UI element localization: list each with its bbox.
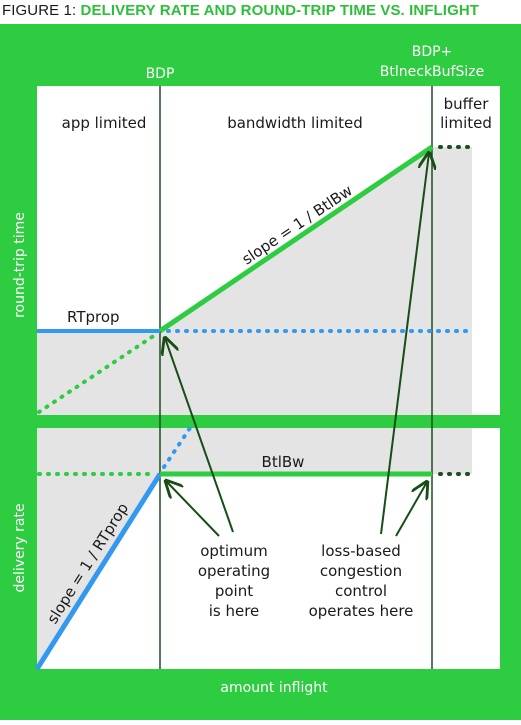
bottom-shaded-region [37,428,472,669]
bdp-plus-label-2: BtlneckBufSize [380,64,484,80]
top-shaded-region [37,147,472,415]
optimum-annotation-2: operating [198,562,270,580]
buffer-limited-label-1: buffer [444,95,490,113]
delivery-slope-line [34,472,163,671]
rtprop-label: RTprop [67,308,120,326]
bdp-plus-label-1: BDP+ [412,44,453,60]
optimum-annotation-1: optimum [200,542,267,560]
x-axis-label: amount inflight [220,680,328,696]
arrow-loss-bottom [395,482,427,537]
loss-annotation-1: loss-based [321,542,401,560]
optimum-annotation-3: point [215,582,253,600]
delivery-dotted-diagonal [162,426,192,469]
loss-annotation-2: congestion [320,562,402,580]
bdp-label: BDP [146,66,175,82]
arrow-optimum-bottom [166,481,220,537]
app-limited-label: app limited [62,114,147,132]
bandwidth-limited-label: bandwidth limited [227,114,363,132]
loss-annotation-3: control [335,582,387,600]
arrow-loss-top [380,153,429,535]
figure-prefix: FIGURE 1: [2,2,77,19]
figure-title: FIGURE 1: DELIVERY RATE AND ROUND-TRIP T… [2,2,479,19]
y-axis-top-label: round-trip time [12,212,28,318]
buffer-limited-label-2: limited [440,114,492,132]
y-axis-bottom-label: delivery rate [12,503,28,592]
btlbw-label: BtlBw [262,453,305,471]
rtt-dotted-diagonal [37,331,160,414]
arrow-optimum-top [165,338,234,533]
rtt-slope-line [158,144,434,334]
optimum-annotation-4: is here [209,602,260,620]
loss-annotation-4: operates here [309,602,414,620]
figure-main-title: DELIVERY RATE AND ROUND-TRIP TIME VS. IN… [80,2,480,19]
